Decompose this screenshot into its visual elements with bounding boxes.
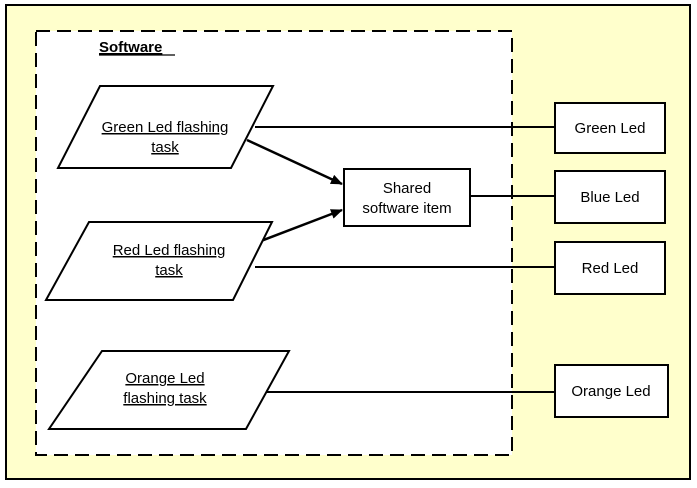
led-green: Green Led xyxy=(554,102,666,154)
led-red: Red Led xyxy=(554,241,666,295)
task-orange-line2: flashing task xyxy=(123,390,207,407)
shared-line2: software item xyxy=(362,200,451,217)
task-orange-led-flashing: Orange Led flashing task xyxy=(47,350,291,430)
task-red-shape xyxy=(44,221,274,301)
task-red-line2: task xyxy=(155,262,183,279)
shared-software-item: Shared software item xyxy=(343,168,471,227)
task-red-led-flashing: Red Led flashing task xyxy=(44,221,274,301)
led-red-box xyxy=(554,241,666,295)
task-orange-line1: Orange Led xyxy=(125,370,204,387)
arrow-green-task-to-shared xyxy=(246,138,343,186)
task-red-line1: Red Led flashing xyxy=(113,242,226,259)
led-blue-label: Blue Led xyxy=(580,189,639,206)
led-orange-box xyxy=(554,364,669,418)
task-orange-shape xyxy=(47,350,291,430)
led-green-box xyxy=(554,102,666,154)
shared-box xyxy=(343,168,471,227)
task-green-line1: Green Led flashing xyxy=(102,119,229,136)
shared-line1: Shared xyxy=(383,180,431,197)
task-green-led-flashing: Green Led flashing task xyxy=(56,85,275,169)
task-green-line2: task xyxy=(151,139,179,156)
led-orange-label: Orange Led xyxy=(571,383,650,400)
led-green-label: Green Led xyxy=(575,120,646,137)
task-green-shape xyxy=(56,85,275,169)
led-red-label: Red Led xyxy=(582,260,639,277)
software-title: Software xyxy=(99,39,162,56)
arrow-red-task-to-shared xyxy=(252,208,343,246)
led-blue: Blue Led xyxy=(554,170,666,224)
led-orange: Orange Led xyxy=(554,364,669,418)
led-blue-box xyxy=(554,170,666,224)
